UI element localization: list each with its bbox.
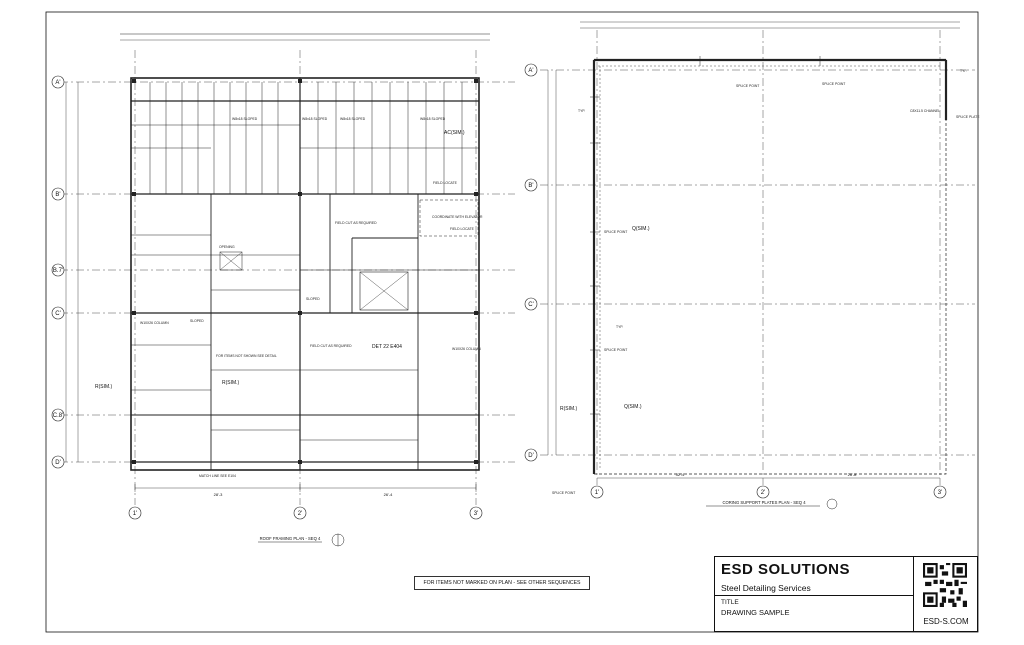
callout: W10X26 COLUMN bbox=[452, 347, 481, 351]
callout: TYP. bbox=[960, 69, 967, 73]
left-details: R(SIM.) DET 22 E404 AC(SIM.) R(SIM.) bbox=[95, 130, 465, 390]
dimension: 26'-4 bbox=[384, 492, 394, 497]
grid-col-label: 2' bbox=[761, 490, 765, 496]
right-grid-labels: A' B' C' D' 1' 2' 3' bbox=[528, 68, 942, 496]
callout: SPLICE POINT bbox=[822, 82, 845, 86]
callout: SLOPED bbox=[190, 319, 204, 323]
title-block: ESD SOLUTIONS Steel Detailing Services T… bbox=[714, 556, 978, 632]
grid-col-label: 3' bbox=[938, 490, 942, 496]
grid-col-label: 1' bbox=[595, 490, 599, 496]
title-block-vdivider bbox=[913, 557, 914, 631]
detail-tag: AC(SIM.) bbox=[444, 130, 465, 136]
dimension: 28'-3 bbox=[214, 492, 224, 497]
callout: FIELD LOCATE bbox=[433, 181, 458, 185]
callout: W8x18 SLOPED bbox=[420, 117, 446, 121]
detail-tag: R(SIM.) bbox=[95, 384, 113, 390]
callout: C8X11.5 CHANNEL bbox=[910, 109, 940, 113]
grid-col-label: 3' bbox=[474, 511, 478, 517]
grid-row-label: C' bbox=[55, 311, 60, 317]
left-dims: 28'-3 26'-4 bbox=[214, 492, 394, 497]
callout: MATCH LINE SEE E104 bbox=[199, 474, 236, 478]
callout: W8x18 SLOPED bbox=[302, 117, 328, 121]
grid-row-label: B.7' bbox=[53, 268, 63, 274]
drawing-title: DRAWING SAMPLE bbox=[721, 608, 790, 617]
building-outline bbox=[130, 77, 480, 471]
left-grid-labels: A' B' B.7' C' C.8' D' 1' 2' 3' bbox=[53, 80, 478, 517]
grid-row-label: C' bbox=[528, 302, 533, 308]
callout: FIELD CUT AS REQUIRED bbox=[310, 344, 352, 348]
right-dims: 32'-4 26'-8 bbox=[676, 472, 858, 477]
callout: COORDINATE WITH ELEVATOR bbox=[432, 215, 483, 219]
callout: SLOPED bbox=[306, 297, 320, 301]
right-grid-bubbles bbox=[524, 63, 947, 499]
callout: FIELD LOCATE bbox=[450, 227, 475, 231]
website-label: ESD-S.COM bbox=[923, 617, 969, 626]
callout: OPENING bbox=[219, 245, 235, 249]
roof-framing-plan bbox=[60, 33, 515, 547]
detail-tag: R(SIM.) bbox=[222, 380, 240, 386]
detail-tag: DET 22 E404 bbox=[372, 344, 402, 350]
callout: FIELD CUT AS REQUIRED bbox=[335, 221, 377, 225]
callout: W10X26 COLUMN bbox=[140, 321, 169, 325]
title-label: TITLE bbox=[721, 599, 739, 606]
title-block-divider bbox=[715, 595, 913, 596]
grid-col-label: 2' bbox=[298, 511, 302, 517]
general-note: FOR ITEMS NOT MARKED ON PLAN - SEE OTHER… bbox=[414, 576, 590, 590]
grid-row-label: D' bbox=[528, 453, 533, 459]
detail-tag: Q(SIM.) bbox=[632, 226, 650, 232]
callout: TYP. bbox=[616, 325, 623, 329]
callout: W8x18 SLOPED bbox=[340, 117, 366, 121]
callout: FOR ITEMS NOT SHOWN SEE DETAIL bbox=[216, 354, 277, 358]
callout: SPLICE POINT bbox=[552, 491, 575, 495]
right-details: Q(SIM.) R(SIM.) Q(SIM.) bbox=[560, 226, 650, 412]
right-plan-title: CORING SUPPORT PLATES PLAN - SEQ 4 bbox=[722, 500, 806, 505]
grid-row-label: B' bbox=[55, 192, 60, 198]
callout: SPLICE POINT bbox=[736, 84, 759, 88]
grid-row-label: A' bbox=[55, 80, 60, 86]
callout: SPLICE POINT bbox=[604, 230, 627, 234]
sheet-border bbox=[45, 11, 979, 633]
grid-row-label: C.8' bbox=[53, 413, 63, 419]
grid-row-label: D' bbox=[55, 460, 60, 466]
left-plan-title: ROOF FRAMING PLAN - SEQ 4 bbox=[260, 536, 321, 541]
callout: SPLICE POINT bbox=[604, 348, 627, 352]
callout: W8x18 SLOPED bbox=[232, 117, 258, 121]
dimension: 26'-8 bbox=[848, 472, 858, 477]
detail-tag: R(SIM.) bbox=[560, 406, 578, 412]
company-subtitle: Steel Detailing Services bbox=[721, 583, 811, 593]
grid-col-label: 1' bbox=[133, 511, 137, 517]
detail-tag: Q(SIM.) bbox=[624, 404, 642, 410]
callout: SPLICE PLATE bbox=[956, 115, 980, 119]
grid-row-label: B' bbox=[528, 183, 533, 189]
left-grid-bubbles bbox=[51, 75, 483, 520]
company-name: ESD SOLUTIONS bbox=[721, 561, 851, 578]
grid-row-label: A' bbox=[528, 68, 533, 74]
right-callouts: SPLICE POINT SPLICE POINT SPLICE POINT S… bbox=[552, 69, 980, 495]
qr-code-icon bbox=[923, 563, 967, 607]
coring-support-plates-plan bbox=[540, 21, 975, 510]
callout: TYP. bbox=[578, 109, 585, 113]
dimension: 32'-4 bbox=[676, 472, 686, 477]
left-callouts: W8x18 SLOPED W8x18 SLOPED W8x18 SLOPED W… bbox=[140, 117, 483, 478]
